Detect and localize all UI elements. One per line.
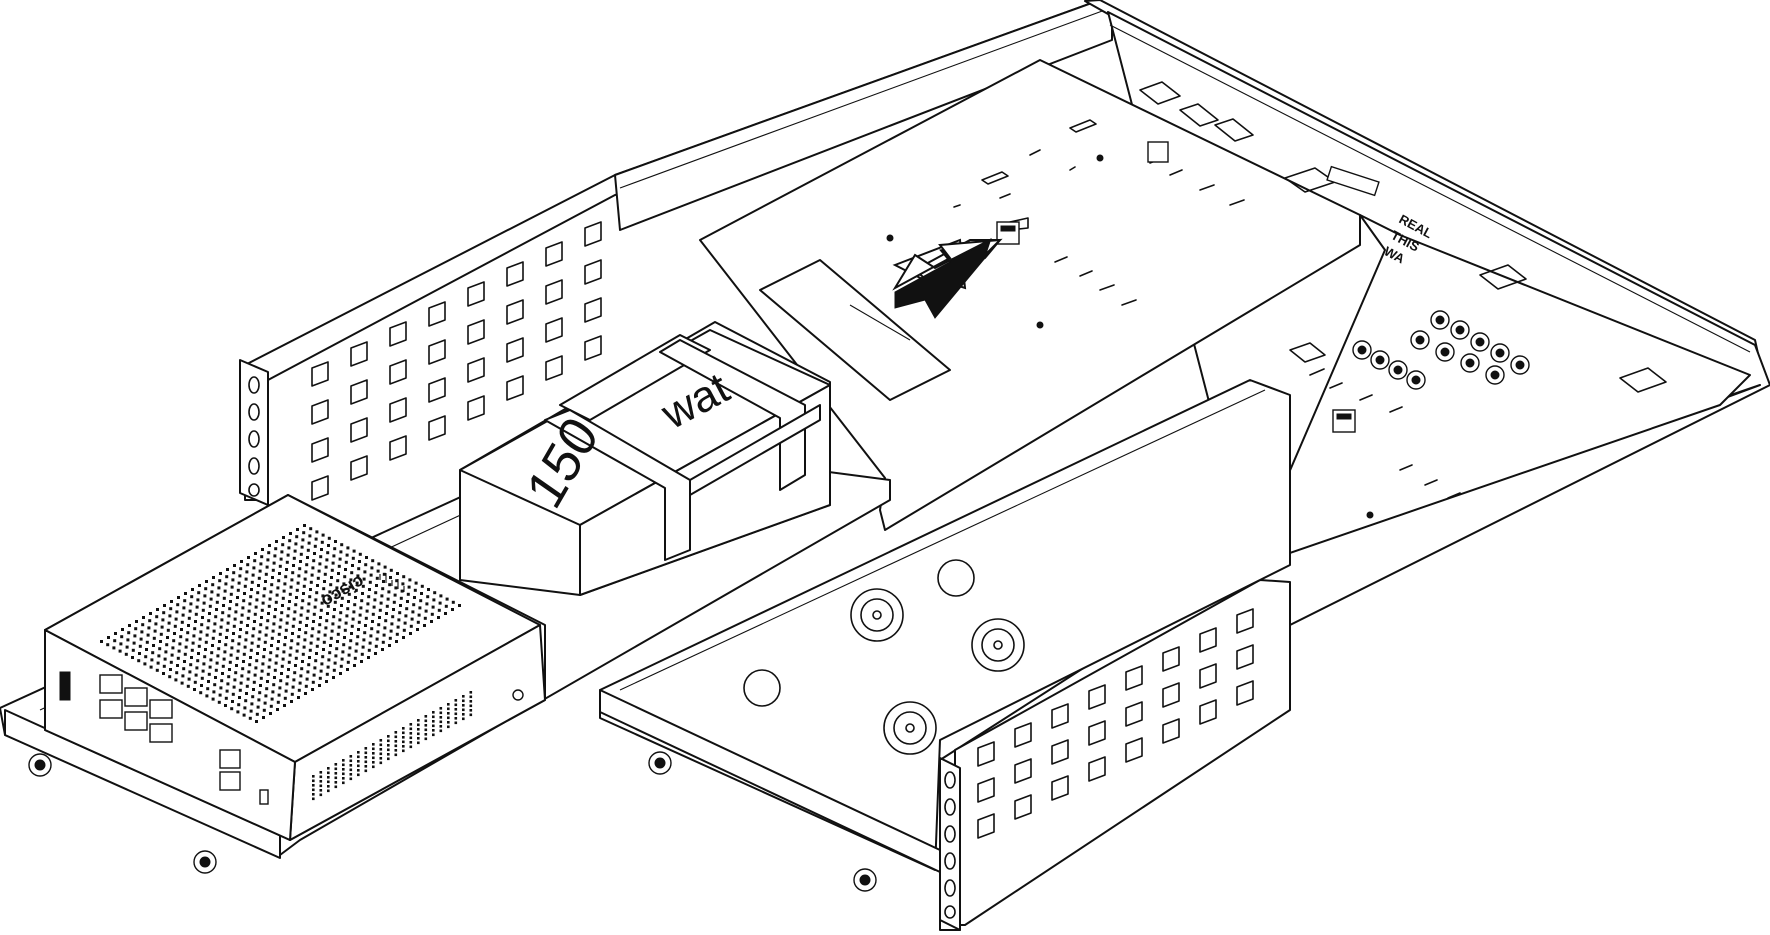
tray-warning-label: REAL THIS WA (1382, 211, 1435, 266)
left-side-wall (239, 0, 1113, 506)
side-vent-perforations (312, 691, 473, 801)
direction-arrow-icon (892, 238, 1003, 319)
tray-thumbscrews (648, 751, 877, 892)
cisco-logo-icon (379, 573, 405, 592)
plate-slots (953, 81, 1667, 499)
right-ear-slots (944, 771, 956, 919)
right-slide-tray (599, 379, 1291, 892)
ethernet-ports (59, 671, 524, 805)
left-ear-slots (248, 376, 260, 497)
left-tray-thumbscrews (28, 753, 217, 874)
plate-connectors (996, 141, 1380, 433)
standoff-screws (1352, 310, 1530, 390)
tray-round-holes (743, 559, 1025, 755)
top-vent-perforations (100, 524, 461, 723)
left-wall-perforations (311, 221, 602, 501)
right-wall-perforations (977, 608, 1254, 839)
right-rack-ear (939, 757, 961, 931)
cisco-device: cisco (44, 494, 546, 841)
